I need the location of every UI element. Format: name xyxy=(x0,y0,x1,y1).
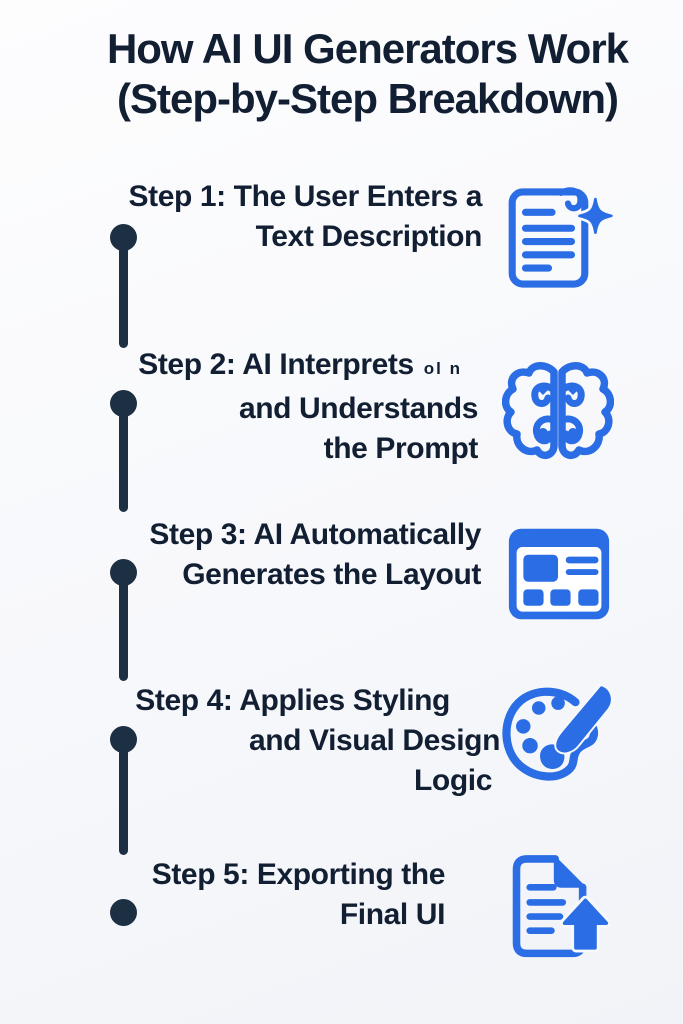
step-text-line: Step 5: Exporting the xyxy=(151,858,446,891)
step-4-text: Step 4: Applies Styling and Visual Desig… xyxy=(135,681,500,801)
timeline-dot xyxy=(110,559,137,586)
step-text-line: Text Description xyxy=(255,220,483,253)
page-title: How AI UI Generators Work (Step-by-Step … xyxy=(52,24,683,125)
timeline-dot xyxy=(110,899,137,926)
step-text-line: the Prompt xyxy=(323,432,479,465)
timeline-connector xyxy=(119,406,128,512)
timeline-dot xyxy=(110,224,137,251)
step-text-line: Step 3: AI Automatically xyxy=(149,518,481,551)
step-1-text: Step 1: The User Enters a Text Descripti… xyxy=(128,177,483,257)
timeline-connector xyxy=(119,240,128,348)
timeline-dot xyxy=(110,726,137,753)
step-text-line: Generates the Layout xyxy=(182,558,481,591)
title-line-2: (Step-by-Step Breakdown) xyxy=(116,75,619,123)
step-text-line: Step 1: The User Enters a xyxy=(128,180,483,213)
palette-brush-icon xyxy=(502,678,618,796)
step-text-line: Step 4: Applies Styling xyxy=(135,684,450,717)
title-line-1: How AI UI Generators Work xyxy=(106,25,629,72)
step-text-line: and Visual Design xyxy=(248,724,500,757)
timeline-connector xyxy=(119,742,128,855)
step-text-line: Logic xyxy=(414,764,492,797)
step-text: Step 2: AI Interprets xyxy=(138,348,414,381)
step-5-text: Step 5: Exporting the Final UI xyxy=(151,855,446,935)
step-text-line: Final UI xyxy=(339,898,446,931)
document-sparkle-icon xyxy=(506,180,614,296)
brain-icon xyxy=(502,356,614,478)
timeline-connector xyxy=(119,575,128,681)
layout-icon xyxy=(506,524,612,624)
timeline-dot xyxy=(110,390,137,417)
step-text-line: and Understands xyxy=(238,392,478,425)
step-2-text: Step 2: AI Interprets ol n and Understand… xyxy=(138,345,478,469)
step-3-text: Step 3: AI Automatically Generates the L… xyxy=(149,515,481,595)
artifact-text: ol n xyxy=(423,359,462,378)
step-text-line: Step 2: AI Interprets ol n xyxy=(138,345,478,389)
document-export-icon xyxy=(508,850,610,968)
